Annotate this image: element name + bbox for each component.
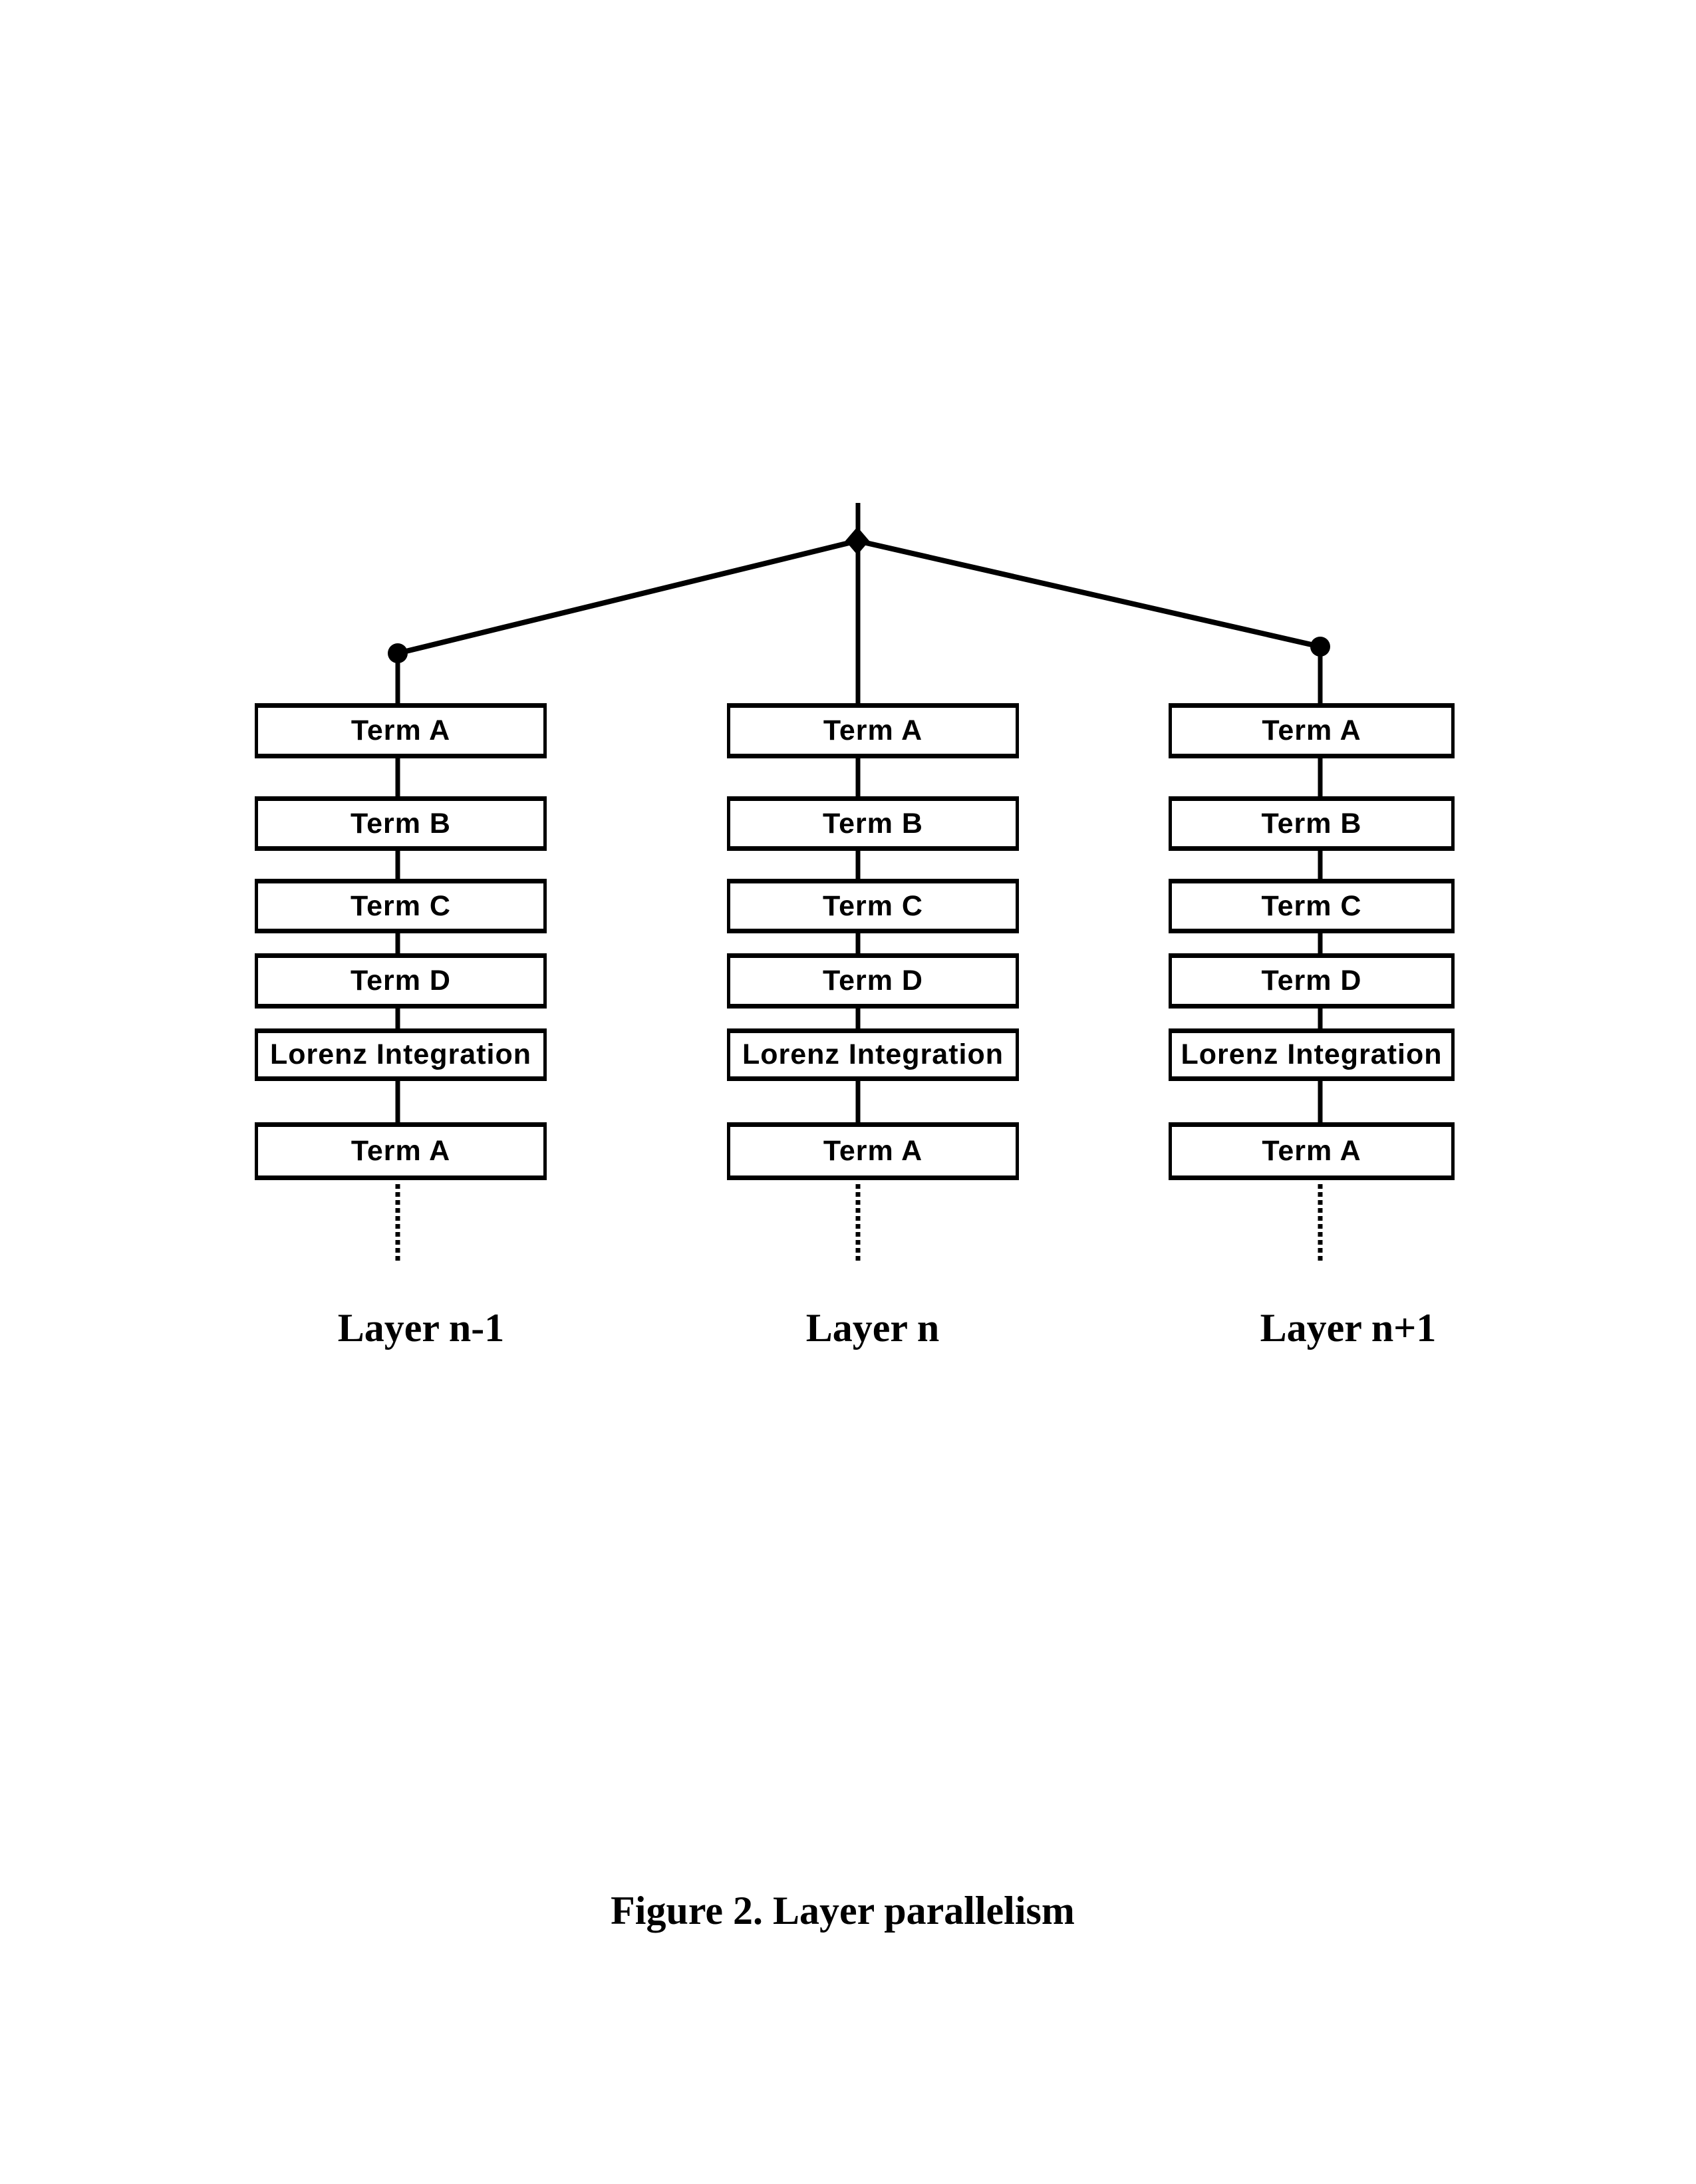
flow-box-label: Term A bbox=[823, 714, 923, 746]
flow-box: Lorenz Integration bbox=[727, 1028, 1019, 1081]
branch-dot-left bbox=[388, 643, 408, 663]
flow-box-label: Term D bbox=[823, 965, 923, 997]
flow-box: Term A bbox=[255, 703, 547, 758]
flow-box-label: Lorenz Integration bbox=[269, 1038, 532, 1070]
flow-box: Term D bbox=[1169, 953, 1455, 1009]
flow-box-label: Term D bbox=[351, 965, 451, 997]
flow-box: Term D bbox=[255, 953, 547, 1009]
branch-dot-right bbox=[1310, 637, 1330, 657]
flow-box-label: Term B bbox=[351, 807, 451, 840]
branch-line-right bbox=[857, 538, 1321, 649]
flow-box-label: Term D bbox=[1261, 965, 1362, 997]
flow-box: Term C bbox=[727, 879, 1019, 933]
flow-box: Term C bbox=[255, 879, 547, 933]
flow-box: Lorenz Integration bbox=[255, 1028, 547, 1081]
figure-caption: Figure 2. Layer parallelism bbox=[611, 1889, 1075, 1933]
flow-box: Term A bbox=[1169, 703, 1455, 758]
flow-box: Term B bbox=[727, 796, 1019, 851]
flow-box-label: Term C bbox=[823, 889, 923, 922]
flow-box-label: Term A bbox=[1262, 1135, 1361, 1167]
flow-box: Term B bbox=[255, 796, 547, 851]
flow-box: Term C bbox=[1169, 879, 1455, 933]
flow-box-label: Term A bbox=[351, 714, 451, 746]
flow-box-label: Lorenz Integration bbox=[1181, 1038, 1443, 1070]
layer-label: Layer n+1 bbox=[1260, 1306, 1437, 1350]
flow-box-label: Term C bbox=[351, 889, 451, 922]
flow-box-label: Term A bbox=[1262, 714, 1361, 746]
flow-box: Term B bbox=[1169, 796, 1455, 851]
flow-box-label: Term A bbox=[351, 1135, 451, 1167]
flow-box: Term A bbox=[255, 1122, 547, 1180]
flow-box: Term A bbox=[727, 703, 1019, 758]
flow-box: Term A bbox=[1169, 1122, 1455, 1180]
flow-box-label: Term B bbox=[1261, 807, 1362, 840]
flow-box: Term A bbox=[727, 1122, 1019, 1180]
flow-box-label: Term A bbox=[823, 1135, 923, 1167]
flow-box: Term D bbox=[727, 953, 1019, 1009]
branch-line-left bbox=[397, 538, 858, 656]
layer-label: Layer n bbox=[805, 1306, 940, 1350]
flow-box-label: Lorenz Integration bbox=[742, 1038, 1004, 1070]
flow-box-label: Term C bbox=[1261, 889, 1362, 922]
flow-box: Lorenz Integration bbox=[1169, 1028, 1455, 1081]
layer-label: Layer n-1 bbox=[337, 1306, 505, 1350]
flow-box-label: Term B bbox=[823, 807, 923, 840]
root-diamond-node bbox=[845, 527, 869, 555]
